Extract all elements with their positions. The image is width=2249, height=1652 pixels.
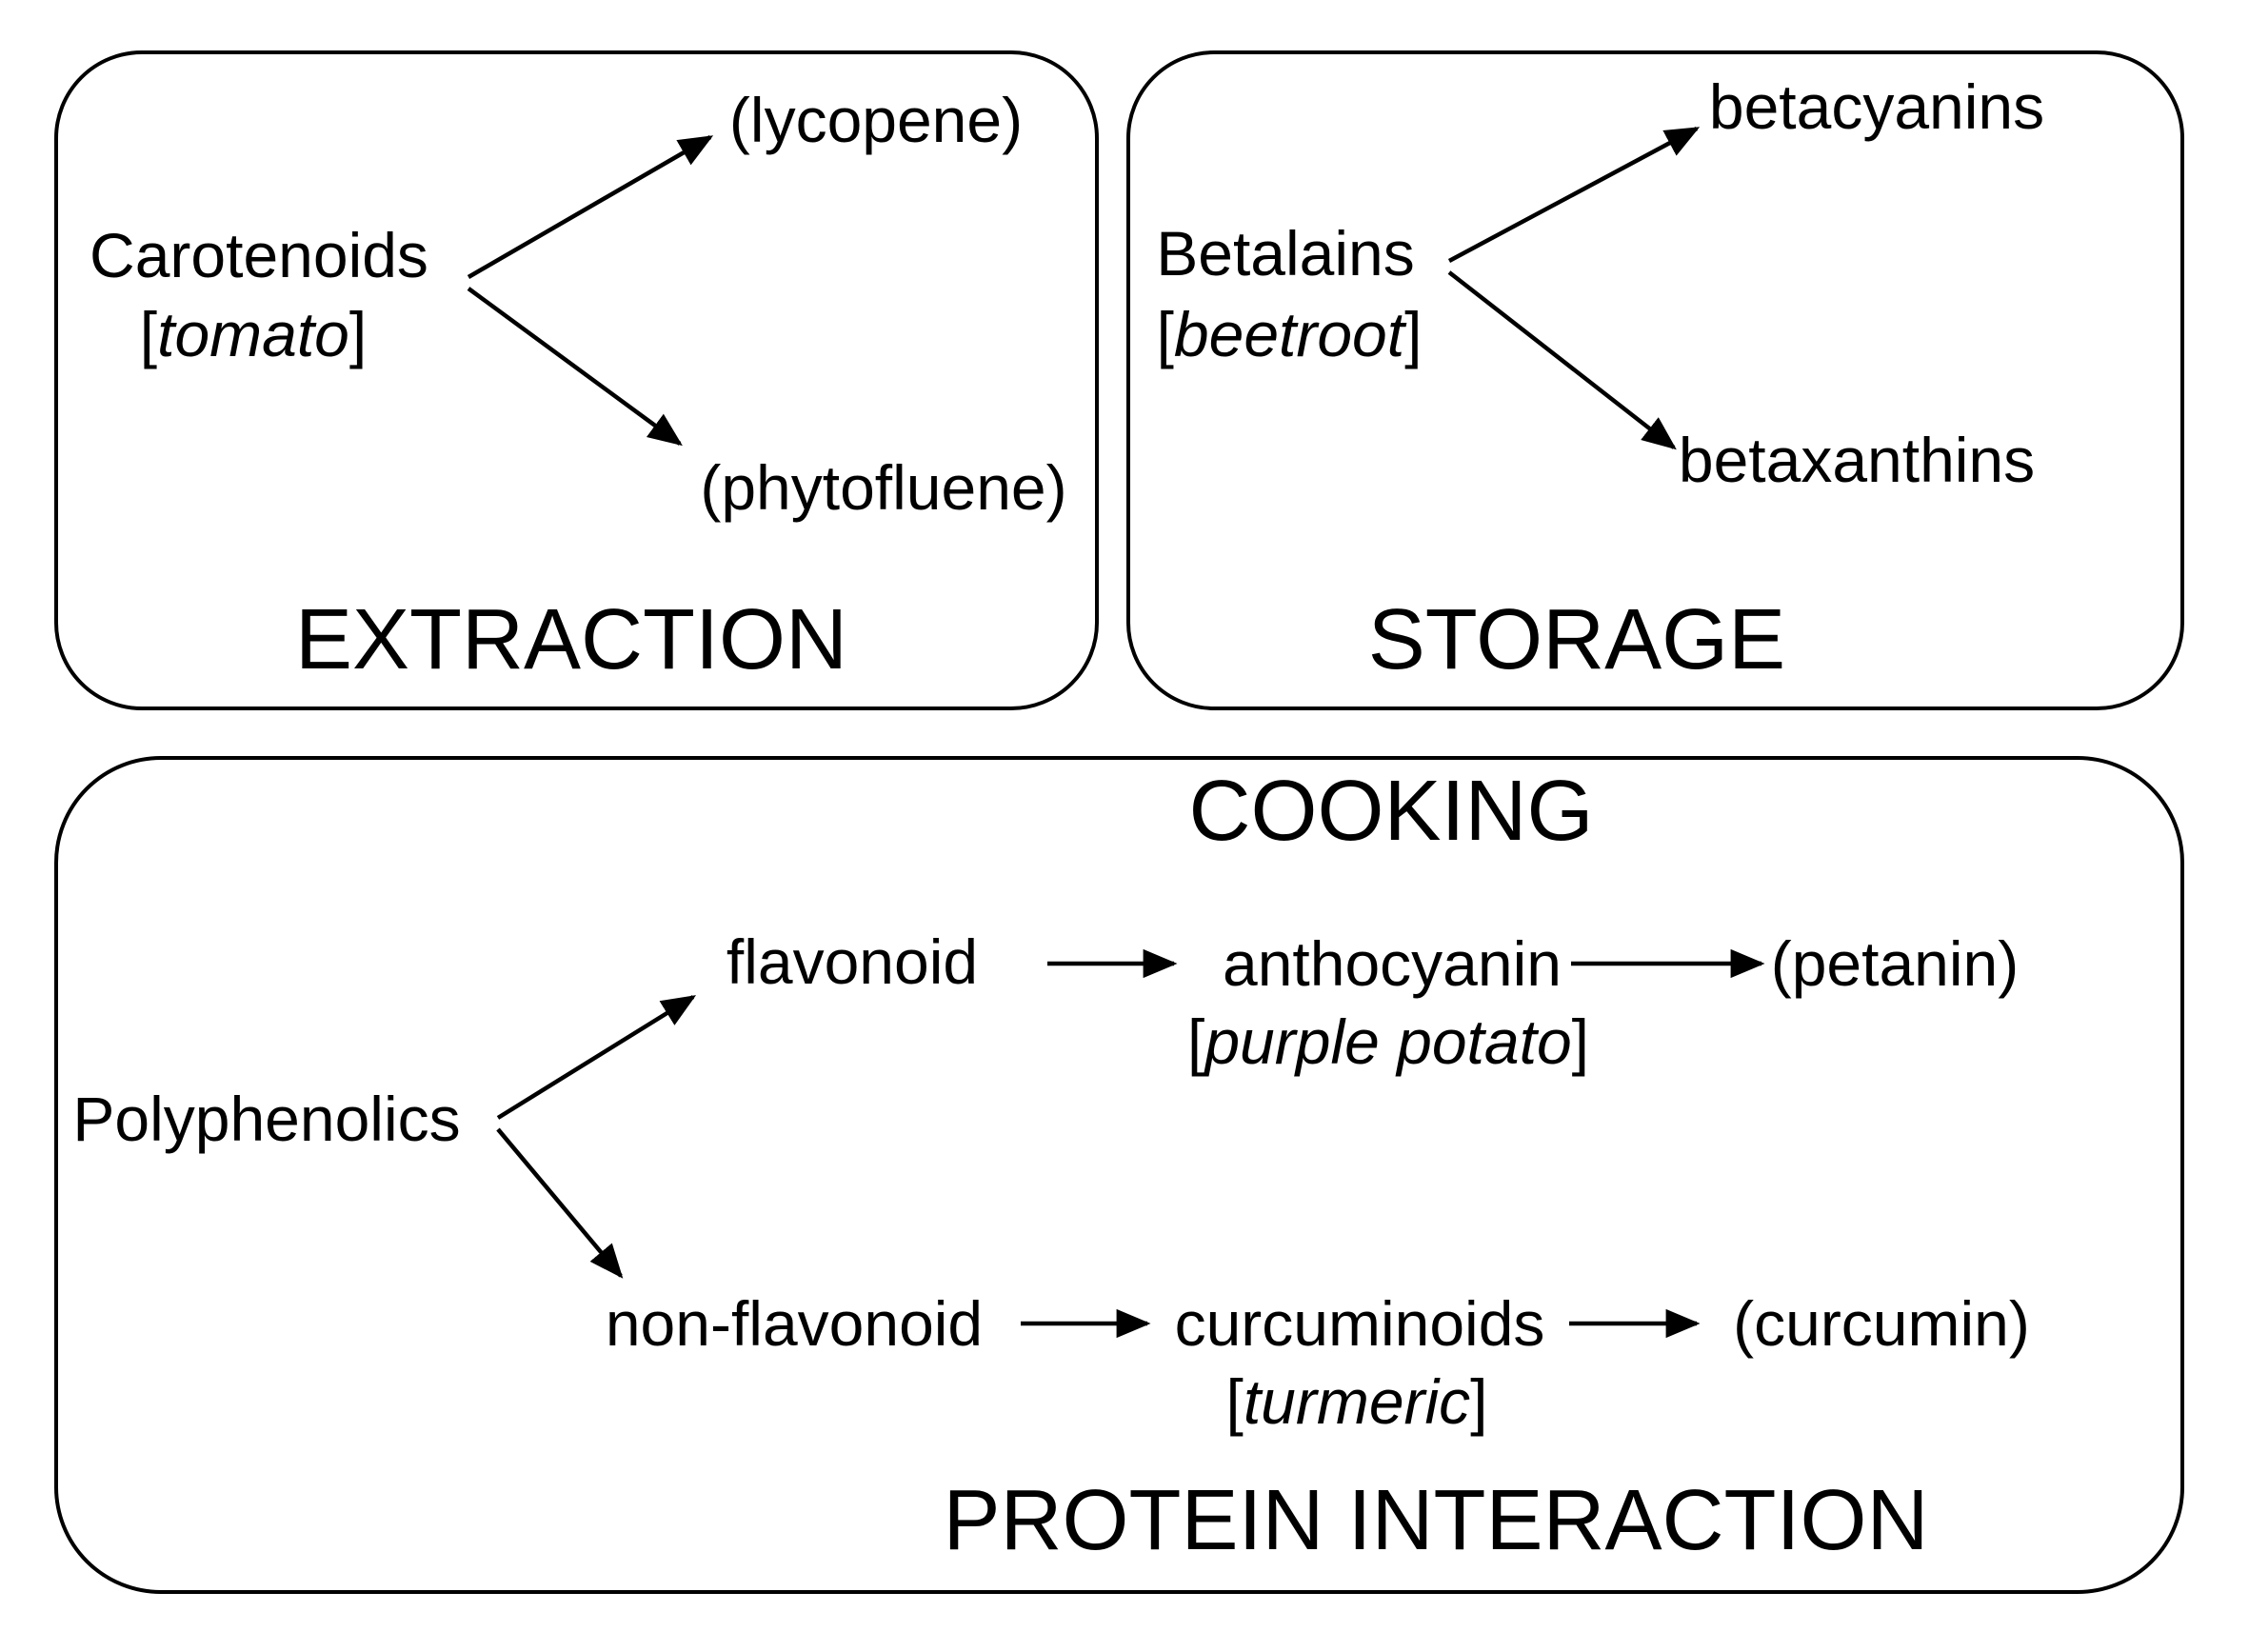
node-anthocyanin: anthocyanin	[1223, 928, 1562, 999]
node-carotenoids: Carotenoids	[90, 220, 428, 290]
bracket-close: ]	[1470, 1366, 1488, 1437]
node-nonflavonoid: non-flavonoid	[605, 1288, 984, 1359]
node-curcumin: (curcumin)	[1733, 1288, 2030, 1359]
bracket-open: [	[1156, 299, 1174, 369]
section-label-extraction: EXTRACTION	[294, 592, 848, 687]
bracket-open: [	[139, 299, 158, 369]
node-anthocyanin-origin: [purple potato]	[1187, 1010, 1589, 1073]
node-carotenoids-origin: [tomato]	[140, 303, 367, 366]
node-betalains-origin: [beetroot]	[1157, 303, 1423, 366]
origin-beetroot: beetroot	[1173, 299, 1405, 369]
node-petanin: (petanin)	[1770, 928, 2020, 999]
bracket-close: ]	[1404, 299, 1423, 369]
section-label-cooking: COOKING	[1188, 764, 1594, 859]
node-betacyanins: betacyanins	[1708, 71, 2045, 142]
node-flavonoid: flavonoid	[726, 926, 979, 997]
node-curcuminoids-origin: [turmeric]	[1225, 1370, 1487, 1433]
node-betalains: Betalains	[1156, 218, 1415, 289]
origin-turmeric: turmeric	[1243, 1366, 1471, 1437]
origin-purple-potato: purple potato	[1204, 1006, 1572, 1077]
bracket-open: [	[1187, 1006, 1205, 1077]
bracket-close: ]	[348, 299, 368, 369]
node-polyphenolics: Polyphenolics	[72, 1084, 461, 1154]
storage-box	[1126, 50, 2184, 710]
node-curcuminoids: curcuminoids	[1174, 1288, 1545, 1359]
section-label-protein-interaction: PROTEIN INTERACTION	[943, 1473, 1929, 1568]
bracket-open: [	[1225, 1366, 1244, 1437]
node-betaxanthins: betaxanthins	[1678, 425, 2036, 495]
cooking-protein-interaction-box	[54, 756, 2184, 1594]
node-phytofluene: (phytofluene)	[700, 452, 1067, 523]
node-lycopene: (lycopene)	[728, 85, 1024, 155]
extraction-box	[54, 50, 1099, 710]
bracket-close: ]	[1571, 1006, 1589, 1077]
origin-tomato: tomato	[157, 299, 349, 369]
section-label-storage: STORAGE	[1367, 592, 1786, 687]
